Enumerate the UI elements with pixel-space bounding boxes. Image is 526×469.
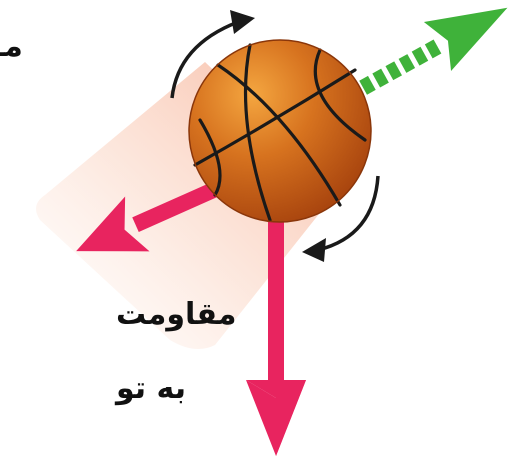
basketball-icon: [189, 40, 371, 222]
label-bottom: به تو: [116, 374, 186, 404]
label-middle: مقاومت: [116, 300, 236, 330]
label-top: مـ: [0, 32, 23, 62]
